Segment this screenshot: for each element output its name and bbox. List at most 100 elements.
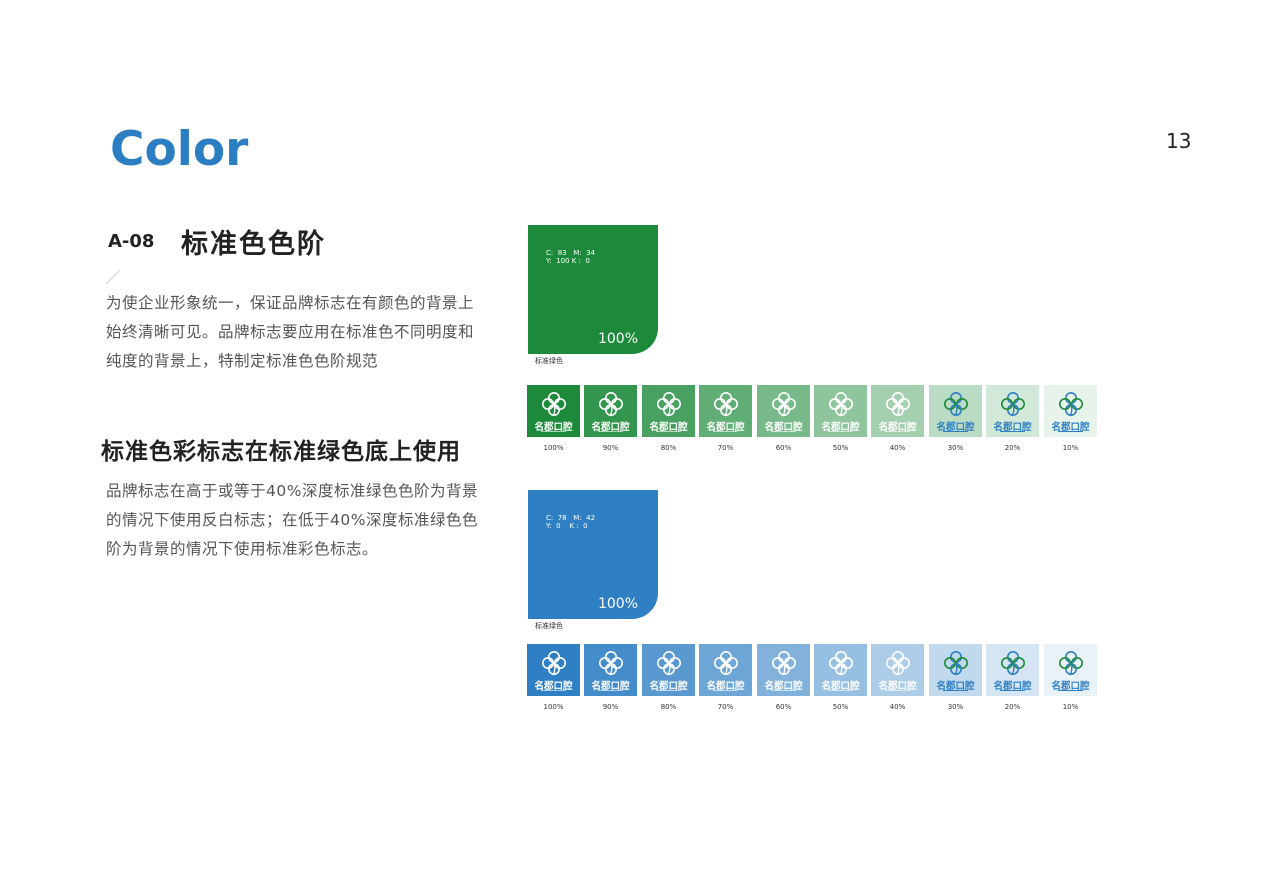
- tint-percent-label: 90%: [602, 703, 619, 711]
- tint-swatch: 名郡口腔: [929, 644, 982, 696]
- brand-subline: [541, 431, 566, 432]
- clover-logo-icon: [943, 651, 968, 676]
- description-line: 纯度的背景上，特制定标准色色阶规范: [106, 352, 379, 370]
- brand-name: 名郡口腔: [534, 681, 573, 692]
- brand-name: 名郡口腔: [1051, 681, 1090, 692]
- brand-name: 名郡口腔: [764, 422, 803, 433]
- brand-subline: [541, 690, 566, 691]
- tint-percent-label: 40%: [889, 444, 906, 452]
- brand-name: 名郡口腔: [534, 422, 573, 433]
- clover-logo-icon: [1000, 392, 1025, 417]
- logo-mark: [757, 391, 810, 417]
- tint-percent-label: 20%: [1004, 444, 1021, 452]
- tint-percent-label: 100%: [543, 703, 564, 711]
- tint-percent-label: 10%: [1062, 703, 1079, 711]
- tint-percent-label: 60%: [775, 703, 792, 711]
- description-line: 始终清晰可见。品牌标志要应用在标准色不同明度和: [106, 323, 475, 341]
- brand-name: 名郡口腔: [993, 681, 1032, 692]
- tint-swatch: 名郡口腔: [1044, 644, 1097, 696]
- tint-swatch: 名郡口腔: [929, 385, 982, 437]
- clover-logo-icon: [828, 651, 853, 676]
- brand-subline: [828, 431, 853, 432]
- clover-logo-icon: [598, 392, 623, 417]
- cmyk-line: C: 83 M: 34: [546, 249, 596, 257]
- brand-name: 名郡口腔: [936, 422, 975, 433]
- brand-name: 名郡口腔: [591, 422, 630, 433]
- brand-name: 名郡口腔: [706, 422, 745, 433]
- logo-mark: [584, 391, 637, 417]
- brand-subline: [1000, 690, 1025, 691]
- brand-subline: [1058, 431, 1083, 432]
- logo-mark: [1044, 650, 1097, 676]
- logo-mark: [642, 650, 695, 676]
- logo-mark: [814, 650, 867, 676]
- brand-subline: [1000, 431, 1025, 432]
- clover-logo-icon: [541, 392, 566, 417]
- brand-name: 名郡口腔: [649, 422, 688, 433]
- tint-swatch: 名郡口腔: [871, 385, 924, 437]
- brand-subline: [771, 431, 796, 432]
- logo-mark: [584, 650, 637, 676]
- brand-name: 名郡口腔: [878, 422, 917, 433]
- cmyk-line: Y: 100 K : 0: [546, 257, 590, 265]
- tint-percent-label: 40%: [889, 703, 906, 711]
- clover-logo-icon: [943, 392, 968, 417]
- tint-percent-label: 80%: [660, 703, 677, 711]
- brand-subline: [656, 431, 681, 432]
- brand-subline: [943, 431, 968, 432]
- clover-logo-icon: [771, 651, 796, 676]
- brand-name: 名郡口腔: [878, 681, 917, 692]
- logo-mark: [929, 391, 982, 417]
- logo-mark: [527, 650, 580, 676]
- brand-subline: [598, 431, 623, 432]
- clover-logo-icon: [656, 651, 681, 676]
- tint-percent-label: 10%: [1062, 444, 1079, 452]
- brand-name: 名郡口腔: [649, 681, 688, 692]
- clover-logo-icon: [1058, 651, 1083, 676]
- clover-logo-icon: [598, 651, 623, 676]
- brand-name: 名郡口腔: [1051, 422, 1090, 433]
- clover-logo-icon: [541, 651, 566, 676]
- usage-line: 品牌标志在高于或等于40%深度标准绿色色阶为背景: [106, 482, 478, 500]
- brand-subline: [598, 690, 623, 691]
- swatch-percent: 100%: [597, 331, 638, 347]
- tint-swatch: 名郡口腔: [871, 644, 924, 696]
- usage-line: 阶为背景的情况下使用标准彩色标志。: [106, 540, 379, 558]
- logo-mark: [1044, 391, 1097, 417]
- clover-logo-icon: [885, 392, 910, 417]
- brand-name: 名郡口腔: [706, 681, 745, 692]
- tint-percent-label: 70%: [717, 444, 734, 452]
- section-title: 标准色色阶: [181, 229, 326, 260]
- logo-mark: [871, 391, 924, 417]
- tint-percent-label: 50%: [832, 703, 849, 711]
- brand-name: 名郡口腔: [821, 681, 860, 692]
- brand-name: 名郡口腔: [936, 681, 975, 692]
- brand-name: 名郡口腔: [993, 422, 1032, 433]
- clover-logo-icon: [1000, 651, 1025, 676]
- logo-mark: [986, 391, 1039, 417]
- logo-mark: [757, 650, 810, 676]
- page-title: Color: [110, 122, 249, 177]
- tint-swatch: 名郡口腔: [814, 644, 867, 696]
- logo-mark: [986, 650, 1039, 676]
- cmyk-line: C: 78 M: 42: [546, 514, 596, 522]
- brand-subline: [943, 690, 968, 691]
- section-description: 为使企业形象统一，保证品牌标志在有颜色的背景上 始终清晰可见。品牌标志要应用在标…: [106, 289, 501, 376]
- brand-name: 名郡口腔: [821, 422, 860, 433]
- swatch-percent: 100%: [597, 596, 638, 612]
- brand-subline: [828, 690, 853, 691]
- blue-swatch-caption: 标准绿色: [535, 622, 563, 630]
- brand-name: 名郡口腔: [591, 681, 630, 692]
- tint-percent-label: 60%: [775, 444, 792, 452]
- section-code: A-08: [108, 231, 155, 252]
- brand-subline: [885, 690, 910, 691]
- tint-percent-label: 30%: [947, 444, 964, 452]
- logo-mark: [871, 650, 924, 676]
- usage-title: 标准色彩标志在标准绿色底上使用: [101, 439, 461, 465]
- tint-swatch: 名郡口腔: [584, 644, 637, 696]
- tint-swatch: 名郡口腔: [814, 385, 867, 437]
- logo-mark: [699, 391, 752, 417]
